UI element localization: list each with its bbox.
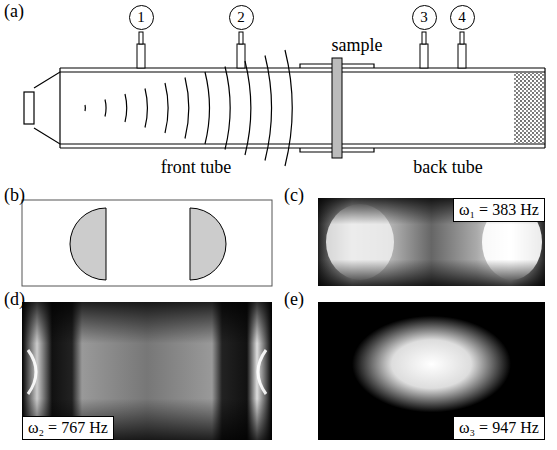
wave-front: [125, 94, 127, 122]
wave-front: [105, 100, 106, 117]
wave-front: [225, 67, 230, 150]
node-text: 1: [137, 9, 145, 26]
callout-number: 2: [229, 5, 254, 30]
callout-number: 3: [412, 5, 437, 30]
node-text: 2: [237, 9, 245, 26]
callout-number: 4: [450, 5, 475, 30]
callout-number: 1: [129, 5, 154, 30]
panel-label: (c): [284, 186, 304, 206]
node-text: ω₁ = 383 Hz: [459, 201, 539, 219]
wave-front: [205, 72, 210, 144]
wave-front: [185, 78, 189, 139]
panel-label: (a): [4, 2, 24, 22]
wave-front: [265, 56, 272, 161]
panel-label: (d): [4, 290, 25, 310]
part-name: front tube: [161, 158, 231, 178]
wave-front: [145, 89, 147, 128]
wave-front: [84, 105, 86, 111]
node-text: 3: [420, 9, 428, 26]
wave-front: [245, 61, 251, 155]
wave-front: [165, 83, 168, 133]
part-name: sample: [332, 36, 383, 56]
panel-label: (e): [284, 290, 304, 310]
panel-label: (b): [4, 186, 25, 206]
wave-front: [285, 50, 292, 166]
node-text: 4: [458, 9, 466, 26]
frequency-box: ω₃ = 947 Hz: [453, 416, 545, 440]
node-text: ω₂ = 767 Hz: [28, 419, 108, 437]
frequency-box: ω₁ = 383 Hz: [453, 198, 545, 222]
frequency-box: ω₂ = 767 Hz: [22, 416, 114, 440]
part-name: back tube: [413, 158, 482, 178]
node-text: ω₃ = 947 Hz: [459, 419, 539, 437]
